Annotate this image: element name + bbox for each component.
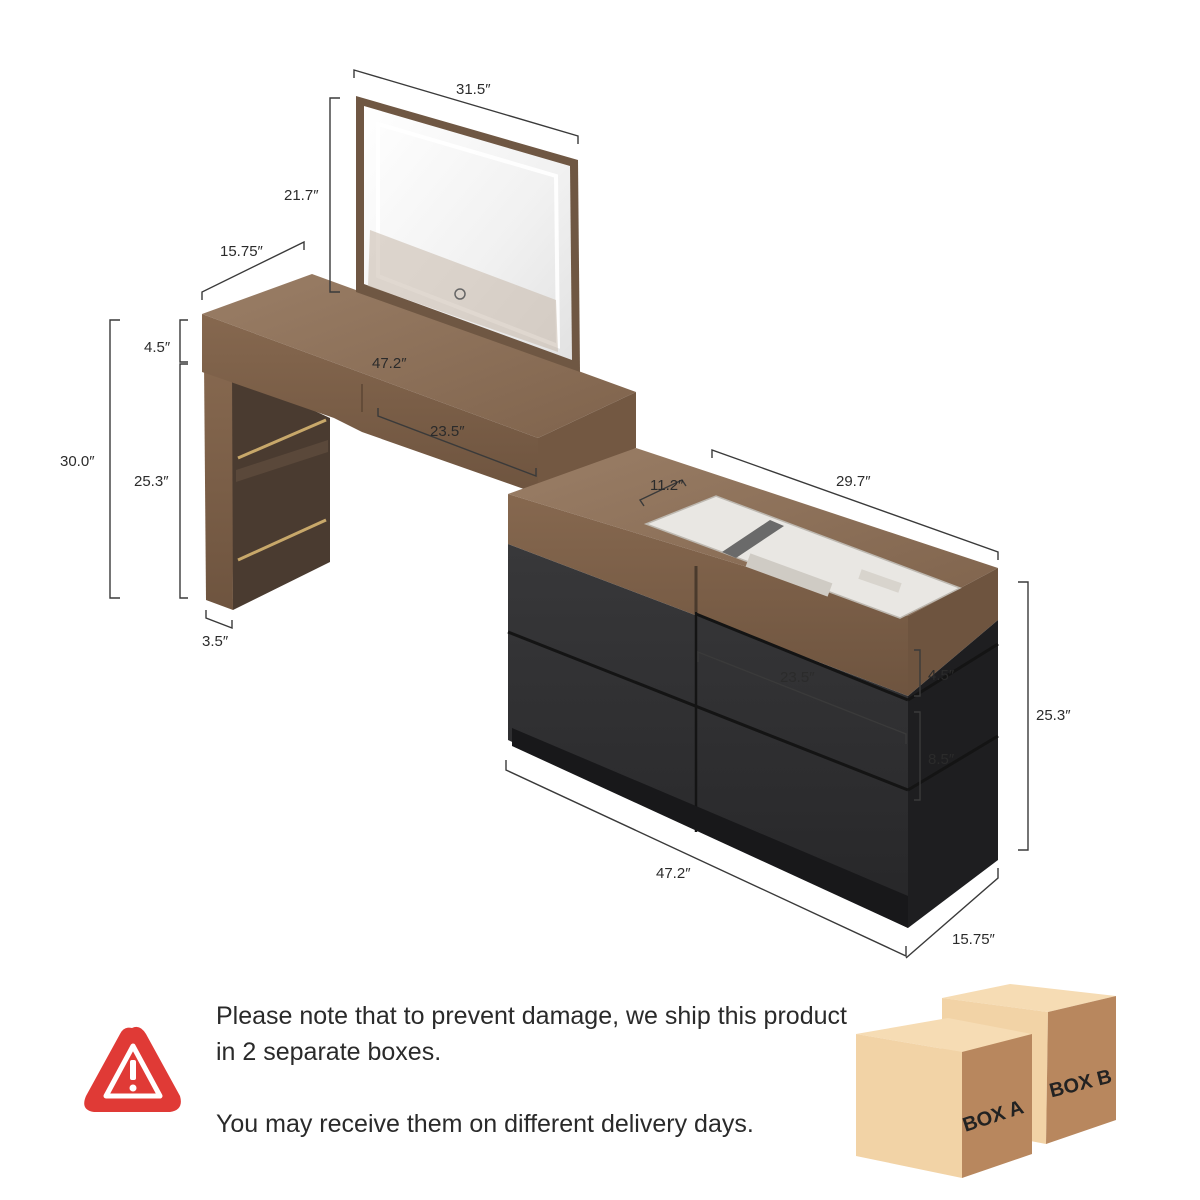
dim-dresser-width: 47.2″	[656, 865, 691, 882]
dresser-front	[508, 544, 908, 928]
dim-vanity-width: 47.2″	[372, 355, 407, 372]
dim-jewelry-tray-width: 29.7″	[836, 473, 871, 490]
dresser-side	[908, 620, 998, 928]
dim-dresser-drawer-height: 8.5″	[928, 751, 955, 768]
dresser-top-front	[508, 494, 908, 696]
dim-dresser-top-drawer-height: 4.5″	[928, 667, 955, 684]
warning-icon	[84, 1026, 181, 1112]
dresser-base	[512, 728, 908, 928]
vanity-shelf	[237, 418, 327, 460]
mirror-reflection	[368, 230, 558, 352]
vanity-top-side	[538, 392, 636, 494]
dresser	[507, 448, 999, 928]
vanity-leg-front	[204, 362, 233, 610]
dresser-top-side	[908, 568, 998, 696]
dim-dresser-drawer-width: 23.5″	[780, 669, 815, 686]
drawer-seam	[695, 612, 909, 702]
dim-mirror-height: 21.7″	[284, 187, 319, 204]
vanity-leg-side	[230, 372, 330, 610]
dimension-lines: 31.5″ 21.7″ 15.75″ 4.5″ 30.0″ 25.3″ 47.2…	[60, 69, 1071, 959]
vanity-shelf	[237, 518, 327, 562]
delivery-notice: You may receive them on different delive…	[216, 1110, 754, 1138]
drawer-seam	[907, 642, 999, 702]
drawer-seam	[907, 734, 999, 792]
vanity-table	[202, 274, 636, 610]
vanity-top-front	[202, 314, 538, 494]
dim-mirror-width: 31.5″	[456, 81, 491, 98]
mirror-led-strip	[376, 121, 561, 349]
jewelry-ring-roll	[745, 553, 833, 597]
dim-vanity-drawer-width: 23.5″	[430, 423, 465, 440]
vanity-top	[202, 274, 636, 438]
jewelry-compartment	[858, 569, 902, 593]
dim-dresser-height: 25.3″	[1036, 707, 1071, 724]
dim-vanity-total-height: 30.0″	[60, 453, 95, 470]
dim-vanity-leg-width: 3.5″	[202, 633, 229, 650]
led-mirror	[356, 96, 580, 372]
mirror-touch-icon	[454, 288, 466, 300]
dim-dresser-depth: 15.75″	[952, 931, 996, 948]
dim-jewelry-tray-depth: 11.2″	[650, 477, 684, 494]
jewelry-tray-divider	[722, 520, 784, 558]
dim-vanity-leg-height: 25.3″	[134, 473, 169, 490]
vanity-shelf-board	[236, 440, 328, 482]
dim-vanity-top-thickness: 4.5″	[144, 339, 171, 356]
shipping-boxes: BOX B BOX A	[856, 984, 1116, 1178]
drawer-seam	[507, 630, 909, 792]
shipping-notice: Please note that to prevent damage, we s…	[216, 1002, 847, 1066]
box-a: BOX A	[856, 1018, 1032, 1178]
dim-vanity-depth: 15.75″	[220, 243, 264, 260]
